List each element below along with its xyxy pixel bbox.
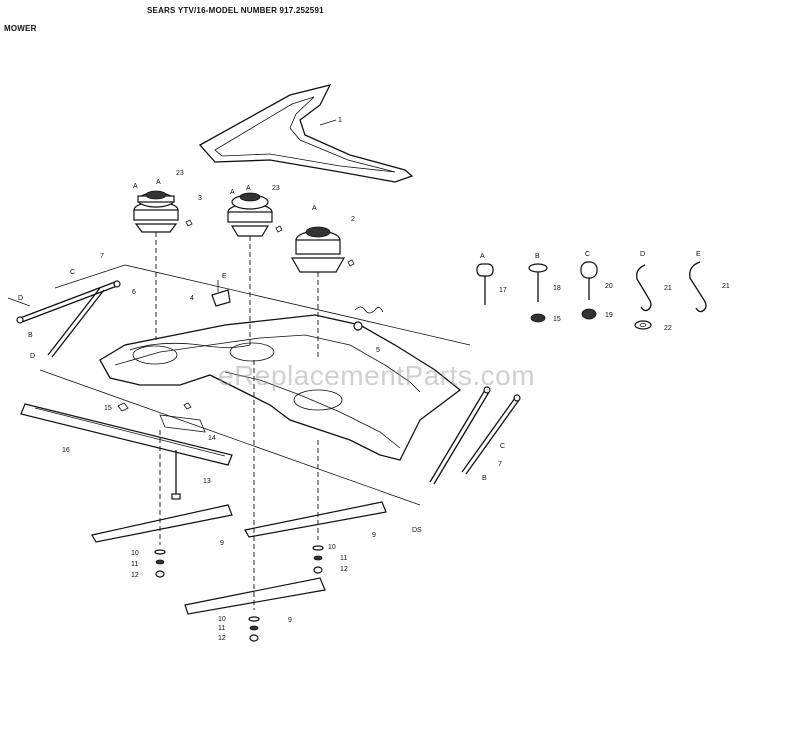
watermark: eReplacementParts.com — [218, 360, 536, 391]
callout-spindle-left: 23 — [176, 170, 184, 177]
hardware-lower-part-c: 22 — [664, 325, 672, 332]
hardware-letter-e: E — [696, 251, 701, 258]
callout-link-b2: B — [482, 475, 487, 482]
hardware-part-d: 21 — [664, 285, 672, 292]
page-title: SEARS YTV/16-MODEL NUMBER 917.252591 — [147, 6, 324, 15]
callout-bolt-long: 13 — [203, 478, 211, 485]
callout-link-c1: C — [70, 269, 75, 276]
callout-spring: 5 — [376, 347, 380, 354]
callout-link-d2: D — [30, 353, 35, 360]
marker-a1: A — [133, 183, 138, 190]
hardware-lower-part-b: 19 — [605, 312, 613, 319]
hardware-part-b: 18 — [553, 285, 561, 292]
callout-link-c2: C — [500, 443, 505, 450]
marker-a3: A — [230, 189, 235, 196]
callout-arm-left: 7 — [100, 253, 104, 260]
hardware-part-a: 17 — [499, 287, 507, 294]
hardware-part-c: 20 — [605, 283, 613, 290]
long-bolt — [171, 450, 181, 500]
callout-nut-a: 12 — [131, 572, 139, 579]
hardware-letter-d: D — [640, 251, 645, 258]
callout-spindle-mid: 23 — [272, 185, 280, 192]
left-arms — [7, 280, 121, 358]
hardware-legend — [476, 261, 707, 330]
spindle-left — [133, 190, 179, 340]
callout-blade-bottom: 9 — [288, 617, 292, 624]
hardware-letter-c: C — [585, 251, 590, 258]
hardware-stack-bottom — [248, 616, 260, 642]
blade-bottom — [184, 360, 326, 615]
section-label: MOWER — [4, 24, 37, 33]
hardware-letter-b: B — [535, 253, 540, 260]
callout-washer-c: 10 — [218, 616, 226, 623]
blade-right — [244, 440, 387, 540]
hardware-letter-a: A — [480, 253, 485, 260]
callout-bar: 16 — [62, 447, 70, 454]
hardware-part-e: 21 — [722, 283, 730, 290]
spring-part — [353, 306, 384, 331]
callout-lock-b: 11 — [340, 555, 347, 562]
callout-spindle-center: 2 — [351, 216, 355, 223]
callout-bracket-e: E — [222, 273, 227, 280]
callout-washer-a: 10 — [131, 550, 139, 557]
callout-nut-b: 12 — [340, 566, 348, 573]
drive-belt — [198, 84, 414, 183]
callout-arm-right: 7 — [498, 461, 502, 468]
marker-a4: A — [246, 185, 251, 192]
callout-nut-c: 12 — [218, 635, 226, 642]
marker-a2: A — [156, 179, 161, 186]
bracket-part — [211, 280, 231, 307]
right-arms — [429, 386, 521, 485]
callout-plate: 14 — [208, 435, 216, 442]
callout-washer-b: 10 — [328, 544, 336, 551]
callout-lock-a: 11 — [131, 561, 138, 568]
plate-part — [117, 402, 206, 433]
callout-blade-center: 9 — [220, 540, 224, 547]
callout-link-b: B — [28, 332, 33, 339]
bolt-parts — [185, 219, 355, 267]
deck-frame-lines — [39, 264, 471, 506]
callout-link-d: D — [18, 295, 23, 302]
hardware-stack-left — [154, 549, 166, 578]
marker-a5: A — [312, 205, 317, 212]
front-bar — [20, 403, 233, 466]
callout-bracket: 4 — [190, 295, 194, 302]
callout-blade-right: 9 — [372, 532, 376, 539]
callout-pin: 15 — [104, 405, 112, 412]
callout-arm: 6 — [132, 289, 136, 296]
hardware-stack-right — [312, 545, 324, 574]
spindle-center — [290, 226, 346, 360]
blade-center — [91, 430, 233, 545]
hardware-lower-part-a: 15 — [553, 316, 561, 323]
callout-deck-ref: DS — [412, 527, 422, 534]
callout-lock-c: 11 — [218, 625, 225, 632]
callout-belt: 1 — [338, 117, 342, 124]
spindle-mid — [227, 192, 273, 345]
callout-bolt: 3 — [198, 195, 202, 202]
